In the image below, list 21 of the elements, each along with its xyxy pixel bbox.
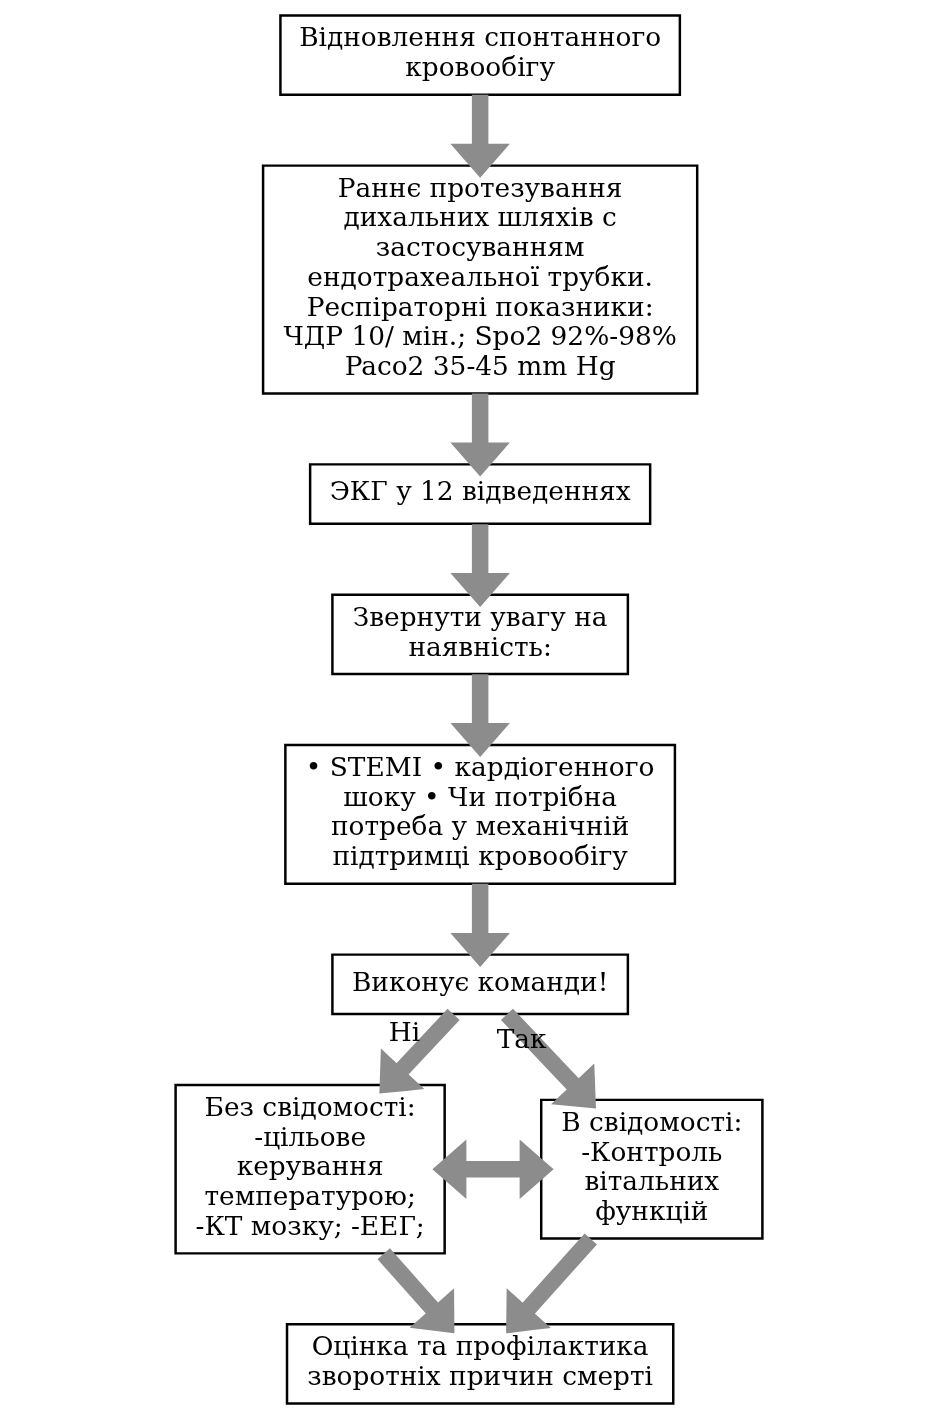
arrow [500,1008,596,1109]
node-box: В свідомості: -Контроль вітальних функцій [539,1098,764,1240]
arrow [450,524,510,608]
node-box: Відновлення спонтанного кровообігу [279,14,682,96]
arrow [379,1008,460,1094]
arrow [450,393,510,477]
arrow [450,883,510,967]
arrow [377,1248,455,1334]
node-box: Виконує команди! [331,953,630,1016]
arrow [450,674,510,758]
node-box: Без свідомості: -цільове керування температурою; -КТ мозку; -ЕЕГ; [174,1083,446,1255]
arrow [432,1139,554,1199]
node-box: ЭКГ у 12 відведеннях [308,463,652,526]
edge-label: Ні [388,1015,421,1047]
arrow [450,94,510,178]
arrow [506,1233,597,1334]
node-box: • STEMI • кардіогенного шоку • Чи потрібна потреба у механічній підтримці кровообігу [284,743,677,885]
edge-label: Так [496,1023,547,1055]
node-box: Звернути увагу на наявність: [331,593,630,676]
node-box: Раннє протезування дихальних шляхів с застосуванням ендотрахеальної трубки. Респіраторні показники: ЧДР 10/ мін.; Spo2 92%-98% Paco2 35-45 mm Hg [261,164,699,395]
node-box: Оцінка та профілактика зворотніх причин смерті [285,1323,675,1405]
